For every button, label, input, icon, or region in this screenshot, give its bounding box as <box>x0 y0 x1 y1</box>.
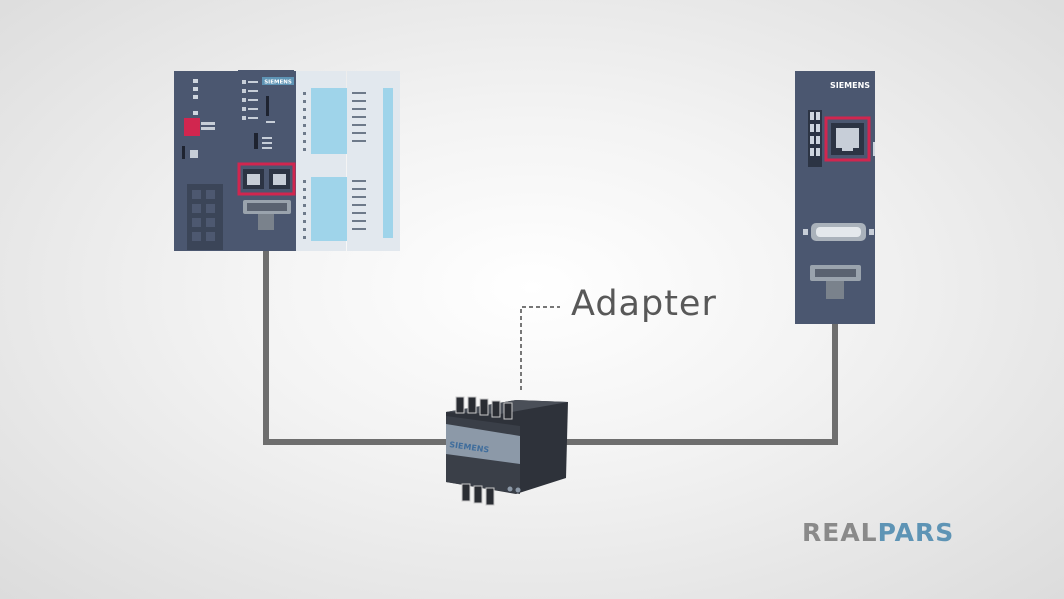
cpu-ethernet-ports-highlight <box>237 162 296 196</box>
io-module-2 <box>347 71 400 251</box>
adapter-callout-line <box>520 306 560 390</box>
cpu-brand-text: SIEMENS <box>264 80 292 86</box>
remote-io-station <box>795 71 875 324</box>
adapter-label: Adapter <box>571 284 717 324</box>
logo-part-real: REAL <box>802 518 878 547</box>
cables <box>263 228 838 445</box>
plc-rack <box>174 70 400 251</box>
station-ethernet-port-highlight <box>824 116 871 162</box>
realpars-logo: REALPARS <box>802 518 954 548</box>
adapter-device <box>446 396 568 506</box>
adapter-brand-strip <box>446 424 520 464</box>
station-brand-text: SIEMENS <box>830 81 870 90</box>
plc-to-adapter-cable <box>263 228 446 445</box>
cpu-brand-plate <box>262 77 294 85</box>
io-module-1 <box>296 71 347 251</box>
adapter-to-station-cable <box>566 300 838 445</box>
voltage-selector <box>184 118 200 136</box>
logo-part-pars: PARS <box>877 518 955 547</box>
